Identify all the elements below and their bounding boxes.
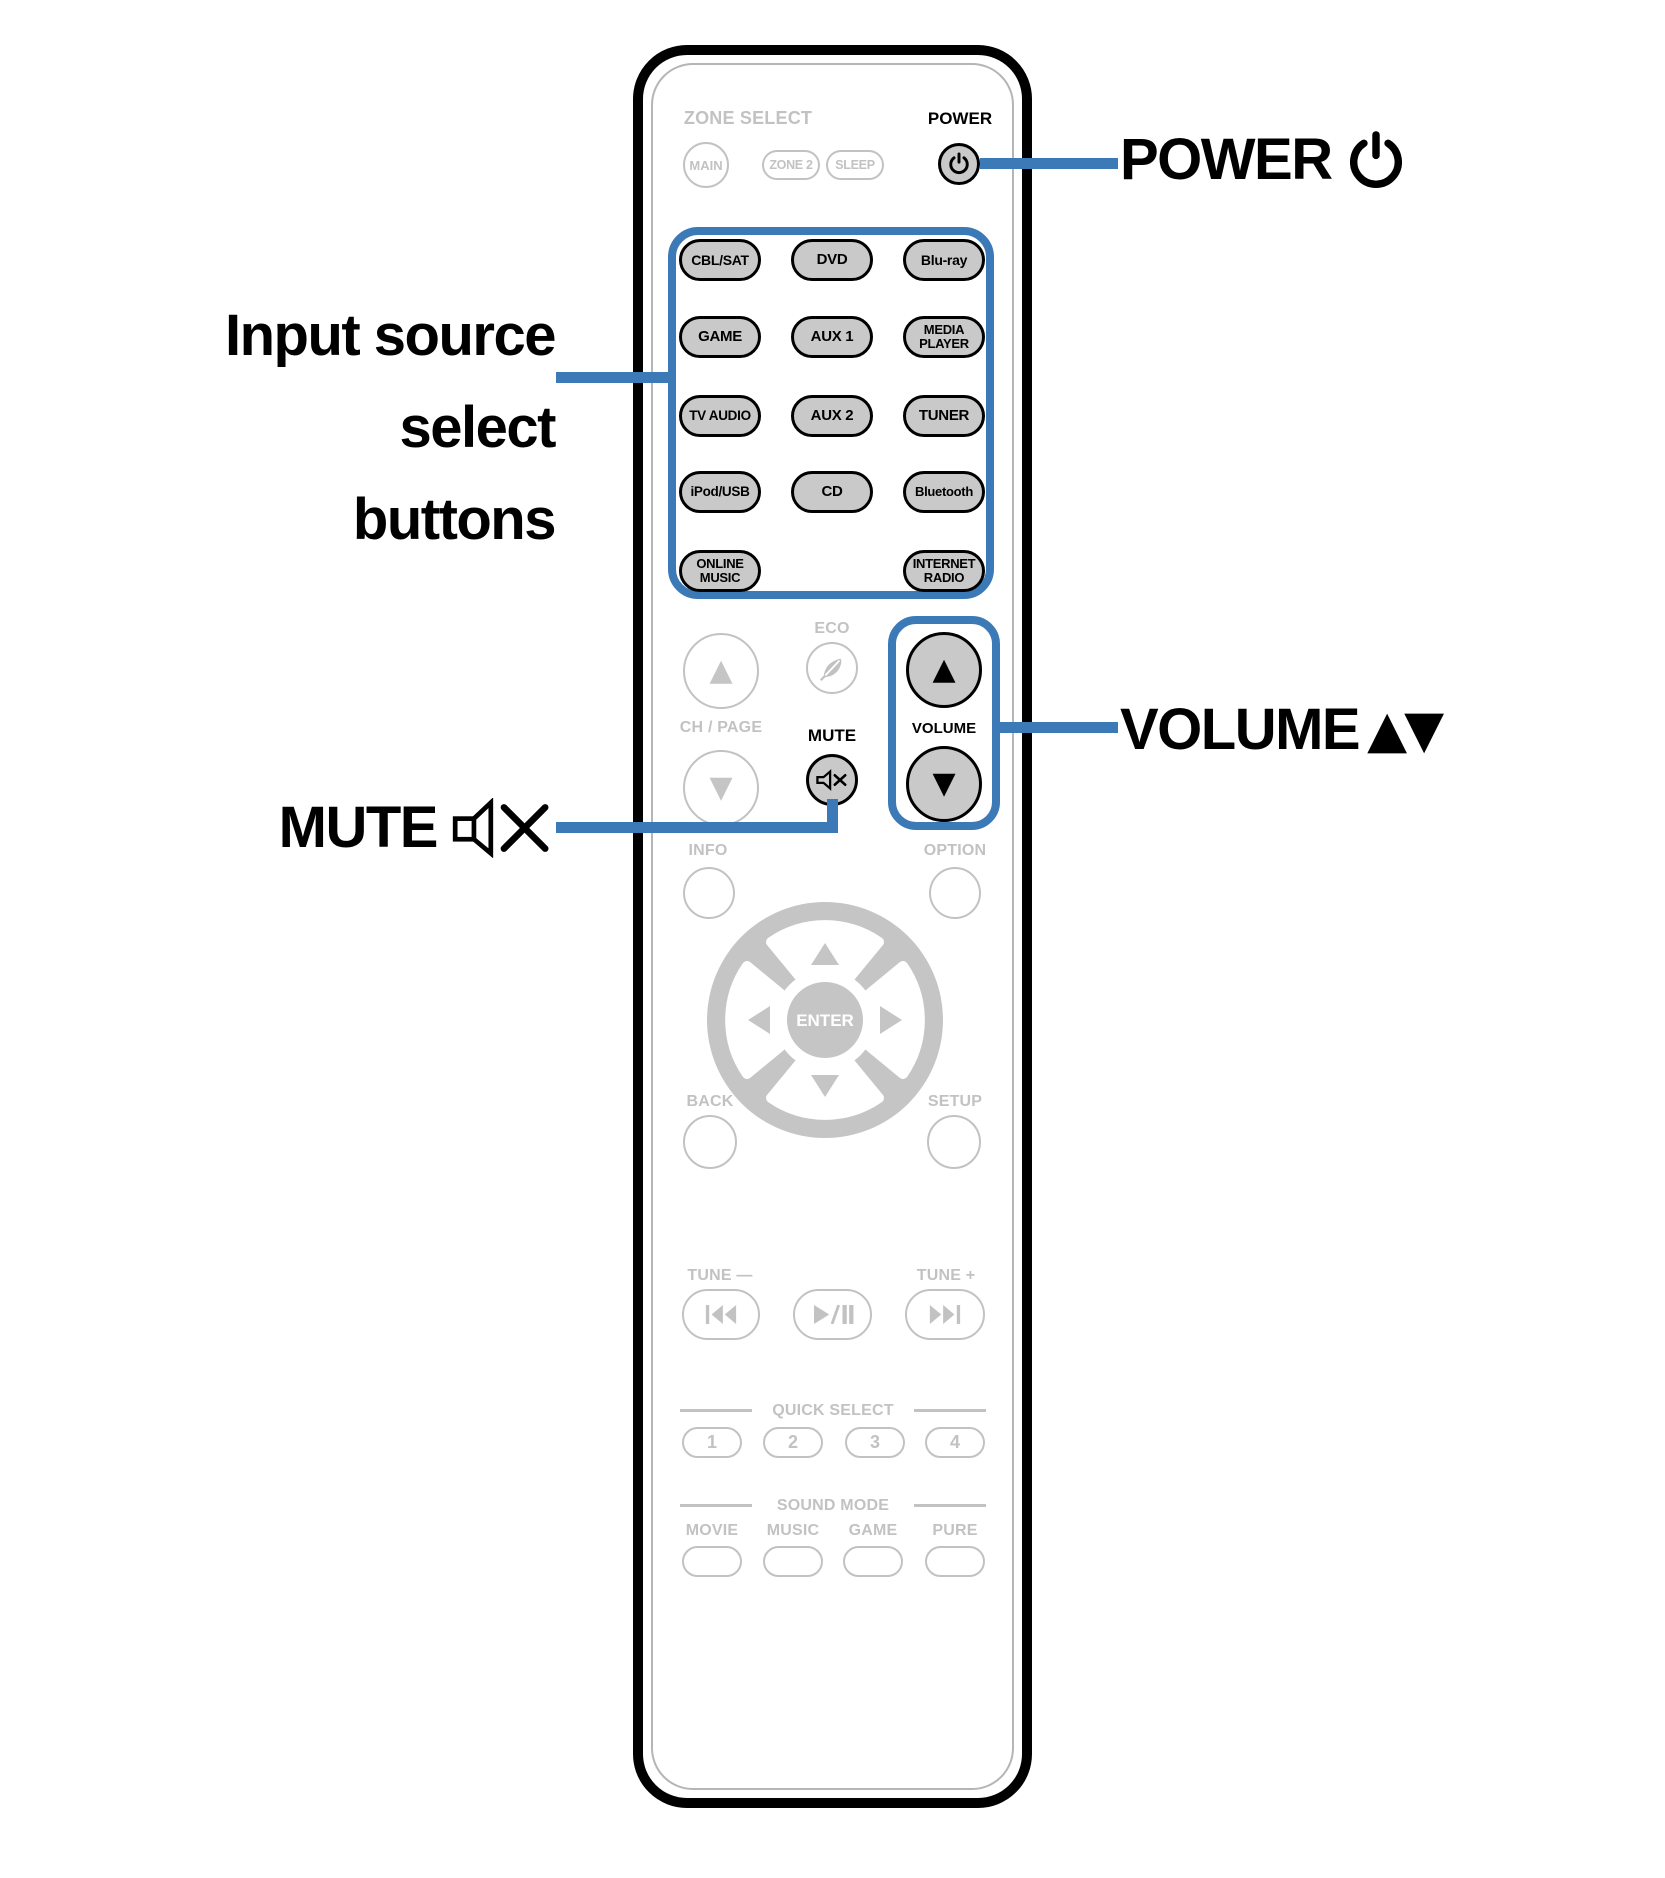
input-tuner-button[interactable]: TUNER — [903, 395, 985, 437]
nav-right-button[interactable] — [880, 1006, 902, 1034]
input-bluray-button[interactable]: Blu-ray — [903, 239, 985, 281]
sound-mode-dash-right — [914, 1504, 986, 1507]
skip-back-icon — [705, 1305, 737, 1324]
volume-up-button[interactable]: ▲ — [906, 632, 982, 708]
down-arrow-icon: ▼ — [709, 770, 733, 805]
callout-line-input-source — [556, 372, 672, 383]
setup-button[interactable] — [927, 1115, 981, 1169]
sound-mode-label: SOUND MODE — [776, 1497, 890, 1514]
input-cd-button[interactable]: CD — [791, 471, 873, 513]
nav-up-button[interactable] — [811, 943, 839, 965]
zone2-button[interactable]: ZONE 2 — [762, 150, 820, 180]
enter-button-label: ENTER — [796, 1011, 854, 1030]
volume-down-button[interactable]: ▼ — [906, 746, 982, 822]
volume-button-label: VOLUME — [911, 720, 977, 737]
info-button[interactable] — [683, 867, 735, 919]
input-ipod-usb-button[interactable]: iPod/USB — [679, 471, 761, 513]
sound-mode-music-label: MUSIC — [766, 1522, 820, 1539]
input-cbl-sat-button[interactable]: CBL/SAT — [679, 239, 761, 281]
input-bluetooth-button[interactable]: Bluetooth — [903, 471, 985, 513]
callout-power: POWER — [1120, 114, 1402, 206]
enter-button[interactable] — [787, 982, 863, 1058]
callout-input-source-line3: buttons — [352, 487, 557, 552]
power-icon — [949, 152, 969, 175]
skip-forward-button[interactable] — [905, 1289, 985, 1340]
quick-select-label: QUICK SELECT — [772, 1402, 894, 1419]
navigation-pad: ENTER — [707, 902, 943, 1138]
input-source-group-outline — [668, 227, 994, 599]
quick-select-3-button[interactable]: 3 — [845, 1427, 905, 1458]
callout-line-mute-vertical — [827, 799, 838, 833]
power-button-label: POWER — [927, 109, 993, 128]
input-dvd-button[interactable]: DVD — [791, 239, 873, 281]
sound-mode-game-label: GAME — [848, 1522, 898, 1539]
play-pause-button[interactable] — [793, 1289, 872, 1340]
nav-down-button[interactable] — [811, 1075, 839, 1097]
callout-power-label: POWER — [1120, 127, 1333, 192]
eco-label: ECO — [814, 620, 850, 637]
callout-line-mute-horizontal — [556, 822, 838, 833]
back-label: BACK — [686, 1093, 734, 1110]
power-symbol-icon — [1349, 131, 1402, 189]
input-aux2-button[interactable]: AUX 2 — [791, 395, 873, 437]
input-internet-radio-button[interactable]: INTERNET RADIO — [903, 550, 985, 592]
sound-mode-game-button[interactable] — [843, 1546, 903, 1577]
input-aux1-button[interactable]: AUX 1 — [791, 316, 873, 358]
sound-mode-pure-label: PURE — [932, 1522, 978, 1539]
callout-input-source: Input source select buttons — [95, 290, 557, 566]
up-arrow-icon: ▲ — [709, 653, 733, 688]
callout-mute: MUTE — [170, 796, 555, 860]
input-media-player-button[interactable]: MEDIA PLAYER — [903, 316, 985, 358]
quick-select-1-button[interactable]: 1 — [682, 1427, 742, 1458]
play-pause-icon — [813, 1305, 853, 1324]
sound-mode-pure-button[interactable] — [925, 1546, 985, 1577]
option-button[interactable] — [929, 867, 981, 919]
main-zone-button[interactable]: MAIN — [683, 142, 729, 188]
nav-left-button[interactable] — [748, 1006, 770, 1034]
callout-line-volume — [1000, 722, 1118, 733]
setup-label: SETUP — [927, 1093, 983, 1110]
down-arrow-icon: ▼ — [932, 766, 956, 801]
sound-mode-music-button[interactable] — [763, 1546, 823, 1577]
mute-button-label: MUTE — [807, 726, 857, 745]
channel-page-label: CH / PAGE — [679, 719, 763, 736]
input-game-button[interactable]: GAME — [679, 316, 761, 358]
info-label: INFO — [688, 842, 728, 859]
tune-plus-label: TUNE + — [916, 1267, 976, 1284]
callout-volume-label: VOLUME — [1120, 697, 1361, 762]
volume-up-down-arrows-icon: ▲▼ — [1367, 700, 1444, 760]
callout-input-source-line1: Input source — [224, 303, 557, 368]
option-label: OPTION — [923, 842, 987, 859]
channel-page-down-button[interactable]: ▼ — [683, 750, 759, 826]
up-arrow-icon: ▲ — [932, 652, 956, 687]
skip-forward-icon — [929, 1305, 961, 1324]
sound-mode-dash-left — [680, 1504, 752, 1507]
skip-back-button[interactable] — [682, 1289, 760, 1340]
sleep-button[interactable]: SLEEP — [826, 150, 884, 180]
back-button[interactable] — [683, 1115, 737, 1169]
quick-select-2-button[interactable]: 2 — [763, 1427, 823, 1458]
quick-select-dash-left — [680, 1409, 752, 1412]
callout-volume: VOLUME ▲▼ — [1120, 692, 1444, 768]
input-online-music-button[interactable]: ONLINE MUSIC — [679, 550, 761, 592]
sound-mode-movie-label: MOVIE — [685, 1522, 739, 1539]
quick-select-dash-right — [914, 1409, 986, 1412]
zone-select-label: ZONE SELECT — [683, 108, 813, 128]
input-tv-audio-button[interactable]: TV AUDIO — [679, 395, 761, 437]
channel-page-up-button[interactable]: ▲ — [683, 633, 759, 709]
remote-inner-outline — [651, 63, 1014, 1790]
sound-mode-movie-button[interactable] — [682, 1546, 742, 1577]
mute-symbol-icon — [452, 798, 549, 858]
eco-leaf-icon — [819, 658, 842, 681]
callout-mute-label: MUTE — [278, 795, 439, 860]
eco-button[interactable] — [806, 642, 858, 694]
callout-line-power — [980, 158, 1118, 169]
callout-input-source-line2: select — [399, 395, 557, 460]
tune-minus-label: TUNE — — [687, 1267, 753, 1284]
power-button[interactable] — [938, 143, 980, 185]
mute-speaker-icon — [816, 769, 847, 791]
quick-select-4-button[interactable]: 4 — [925, 1427, 985, 1458]
